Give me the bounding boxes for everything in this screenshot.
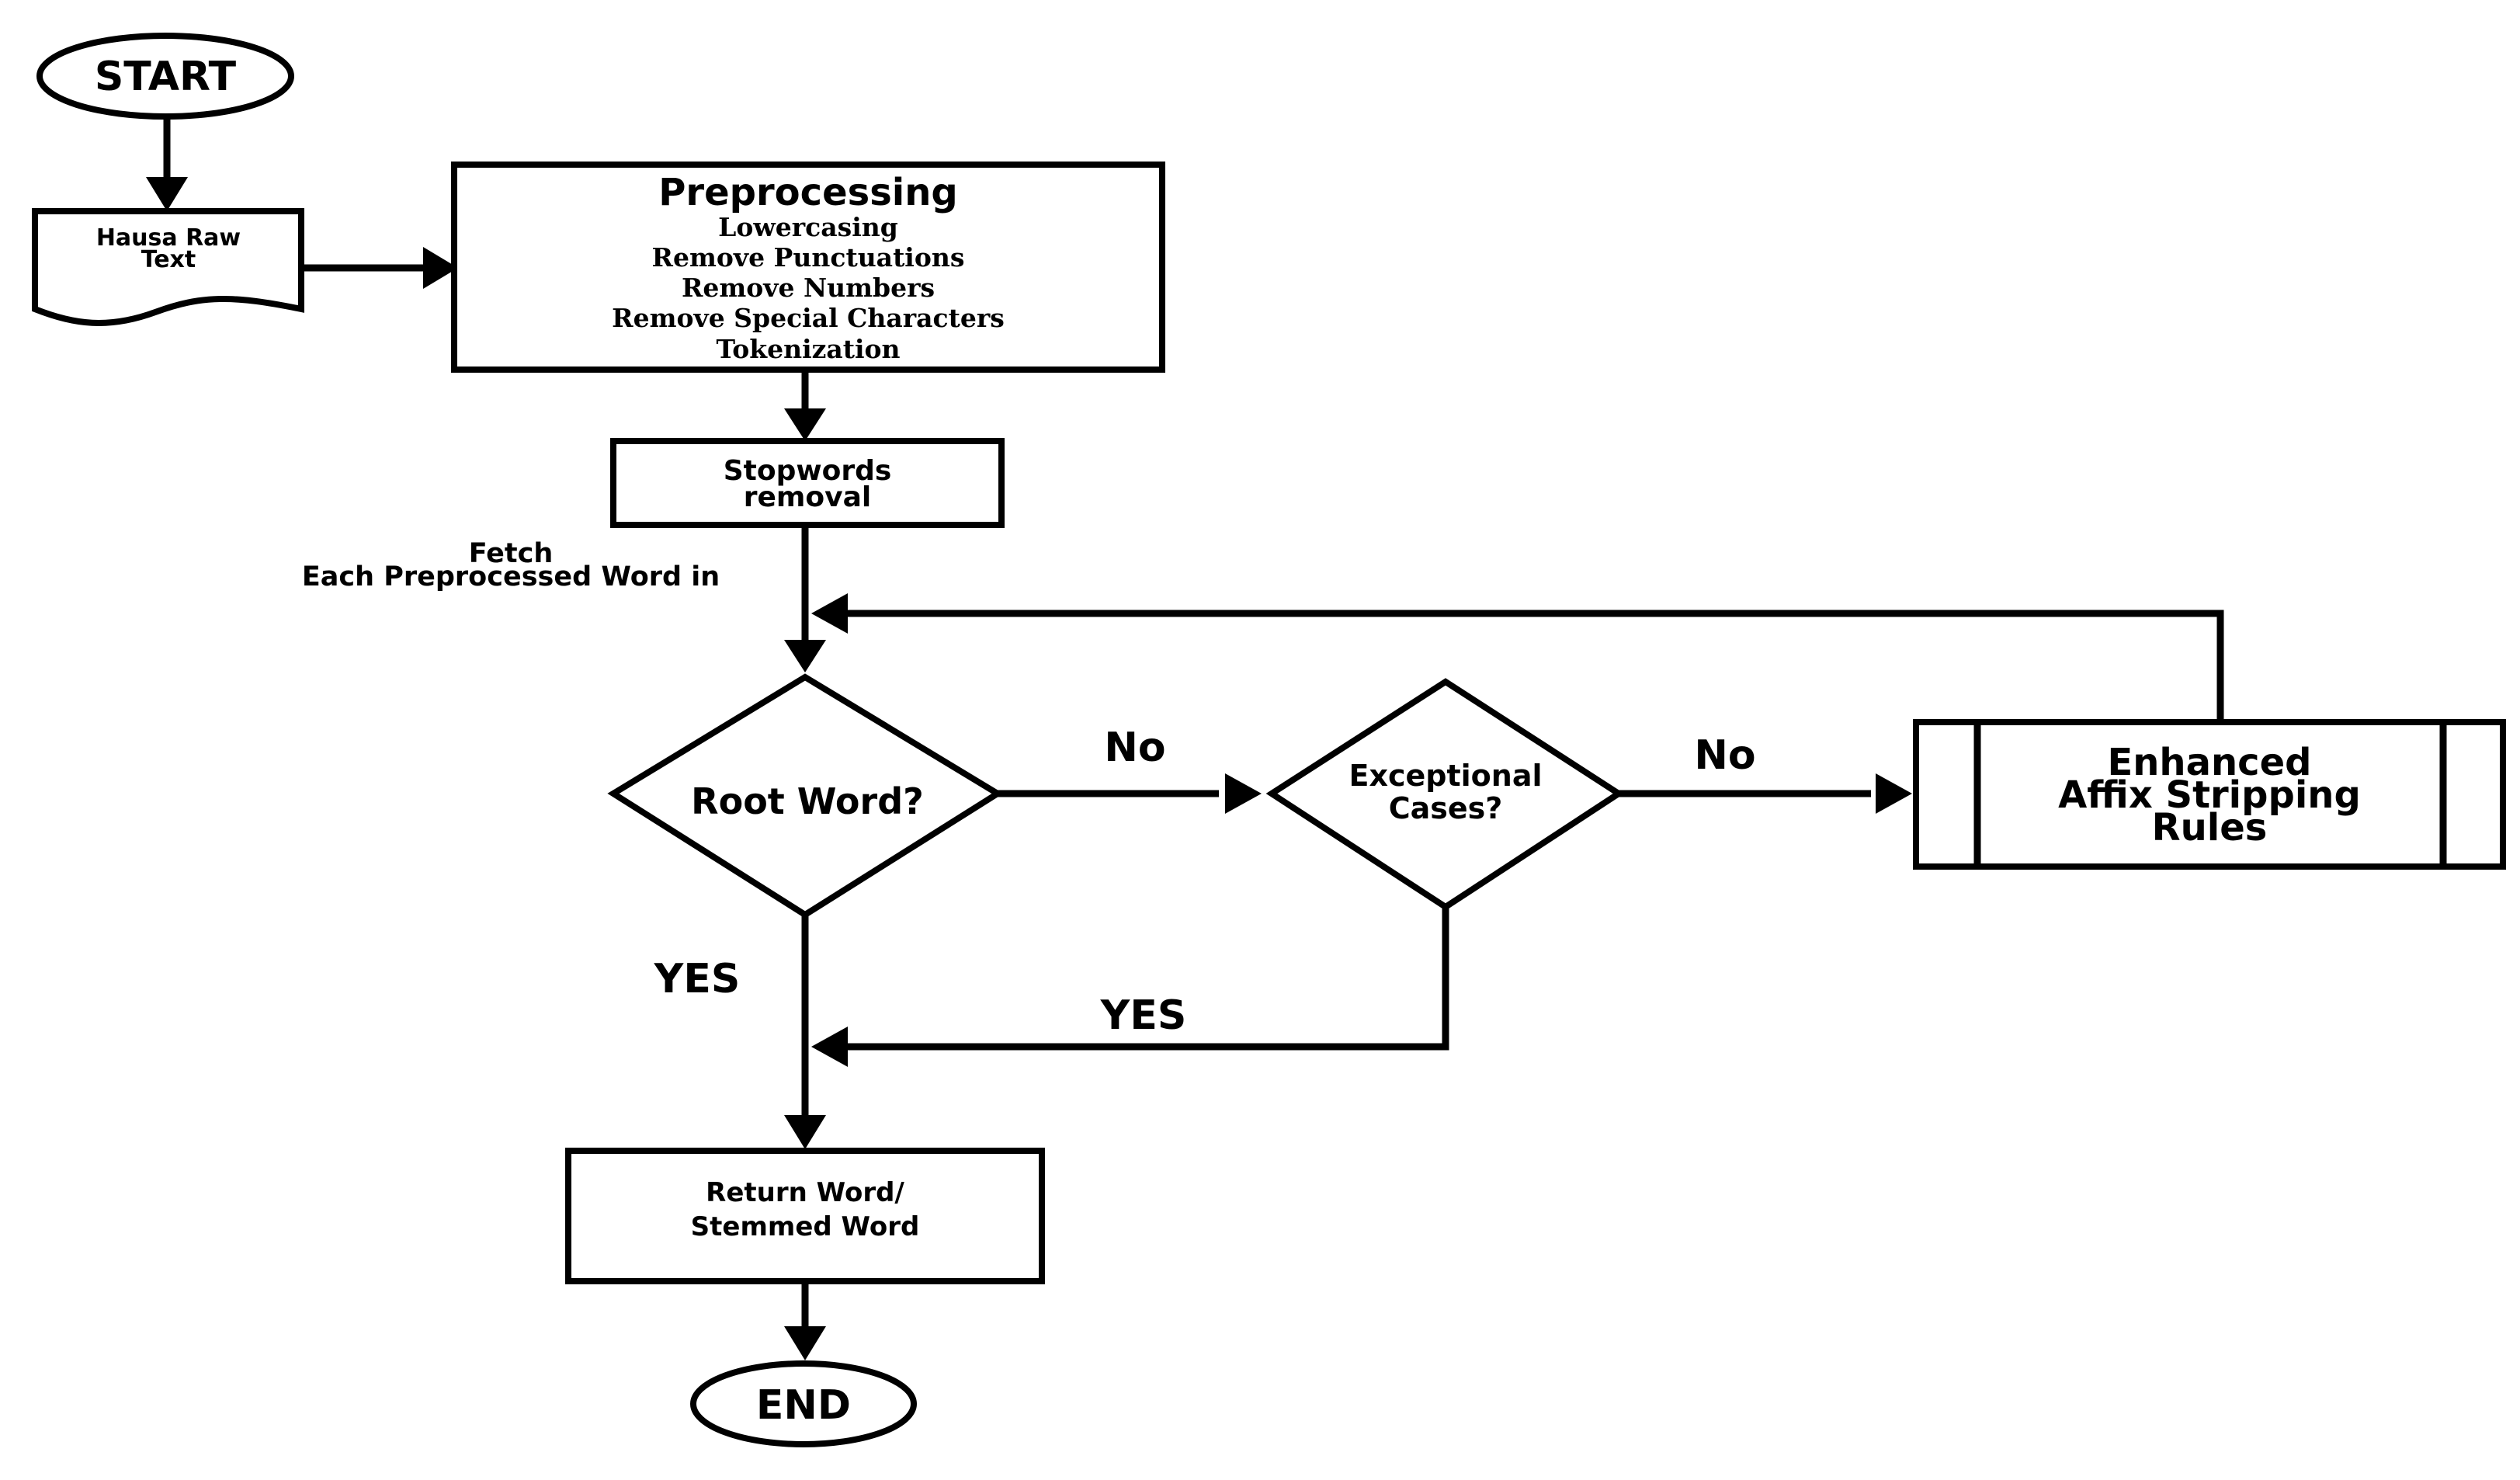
stopwords-line-2: removal — [744, 481, 872, 513]
preprocessing-step: Lowercasing — [718, 212, 898, 242]
arrowhead — [784, 1326, 826, 1360]
arrowhead — [146, 177, 188, 211]
edge-labels: No No YES YES — [654, 724, 1756, 1039]
arrowhead — [784, 1115, 826, 1149]
edge-exceptional-yes-to-return — [846, 908, 1449, 1051]
exceptional-no-label: No — [1694, 732, 1755, 779]
preprocessing-step: Remove Punctuations — [652, 242, 965, 273]
affix-line-1: Enhanced — [2107, 741, 2311, 784]
preprocessing-box: Preprocessing Lowercasing Remove Punctua… — [451, 162, 1165, 373]
end-terminator: END — [690, 1360, 917, 1447]
edge-affix-loop-back — [846, 610, 2224, 721]
arrowhead — [811, 1027, 848, 1067]
preprocessing-step: Remove Numbers — [682, 273, 935, 303]
preprocessing-step: Remove Special Characters — [612, 303, 1005, 333]
start-terminator: START — [36, 33, 294, 120]
end-label: END — [756, 1382, 851, 1429]
arrowheads — [146, 177, 1912, 1360]
arrowhead — [811, 593, 848, 634]
arrowhead — [423, 247, 458, 289]
stopwords-line-1: Stopwords — [724, 455, 892, 487]
exceptional-yes-label: YES — [1100, 992, 1187, 1039]
root-word-label: Root Word? — [691, 780, 924, 822]
root-word-decision: Root Word? — [607, 673, 1004, 919]
arrowhead — [1225, 773, 1262, 814]
raw-text-line-2: Text — [141, 246, 196, 273]
connectors — [163, 111, 2224, 1329]
exceptional-cases-decision: Exceptional Cases? — [1265, 678, 1625, 911]
exceptional-line-1: Exceptional — [1349, 759, 1543, 793]
affix-line-2: Affix Stripping — [2058, 773, 2361, 817]
affix-line-3: Rules — [2152, 806, 2268, 849]
start-label: START — [95, 54, 237, 100]
arrowhead — [784, 640, 826, 672]
return-word-box: Return Word/ Stemmed Word — [565, 1148, 1045, 1284]
return-line-1: Return Word/ — [706, 1177, 904, 1208]
root-yes-label: YES — [654, 956, 741, 1002]
fetch-line-1: Fetch — [469, 538, 554, 569]
fetch-annotation: Fetch Each Preprocessed Word in — [302, 538, 720, 592]
exceptional-line-2: Cases? — [1389, 791, 1503, 825]
affix-rules-process: Enhanced Affix Stripping Rules — [1913, 719, 2506, 870]
root-no-label: No — [1104, 724, 1165, 771]
raw-text-document: Hausa Raw Text — [32, 208, 304, 326]
stopwords-box: Stopwords removal — [610, 438, 1005, 528]
return-line-2: Stemmed Word — [691, 1211, 920, 1242]
preprocessing-step: Tokenization — [716, 334, 900, 364]
fetch-line-2: Each Preprocessed Word in — [302, 561, 720, 592]
arrowhead — [1876, 773, 1912, 814]
raw-text-line-1: Hausa Raw — [96, 224, 241, 252]
arrowhead — [784, 408, 826, 441]
preprocessing-title: Preprocessing — [658, 171, 958, 214]
